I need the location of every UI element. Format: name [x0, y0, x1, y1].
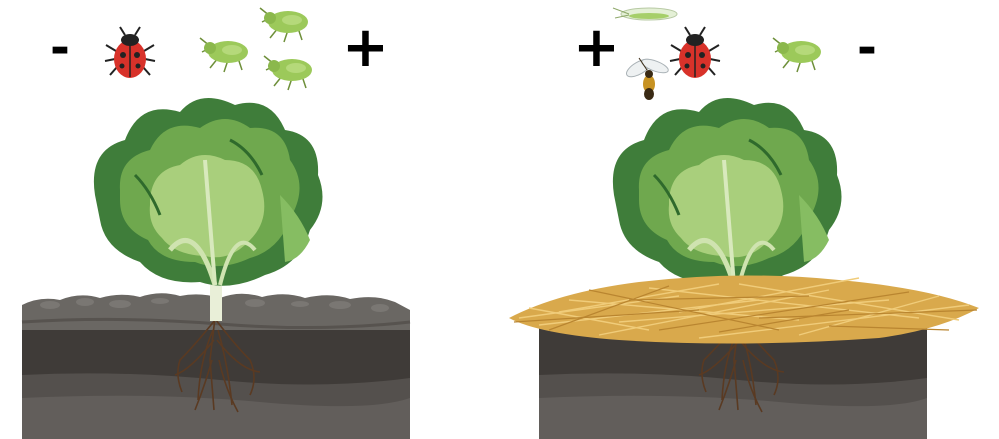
aphid-icon	[200, 38, 248, 72]
ladybug-icon	[670, 27, 720, 78]
aphid-icon	[260, 8, 308, 42]
plus-sign: +	[573, 20, 620, 76]
lettuce-plant	[94, 98, 323, 286]
scene-straw-mulch: + -	[499, 0, 999, 439]
minus-sign: -	[857, 24, 877, 72]
aphid-icon	[264, 56, 312, 90]
lacewing-icon	[613, 8, 677, 20]
lettuce-plant	[613, 98, 842, 286]
scene-bare-soil: - +	[0, 0, 500, 439]
ladybug-icon	[105, 27, 155, 78]
minus-sign: -	[50, 24, 70, 72]
lettuce-stem	[210, 285, 222, 321]
parasitoid-wasp-icon	[624, 56, 670, 100]
aphid-icon	[773, 38, 821, 72]
bare-soil-illustration	[0, 0, 500, 439]
plus-sign: +	[342, 20, 389, 76]
